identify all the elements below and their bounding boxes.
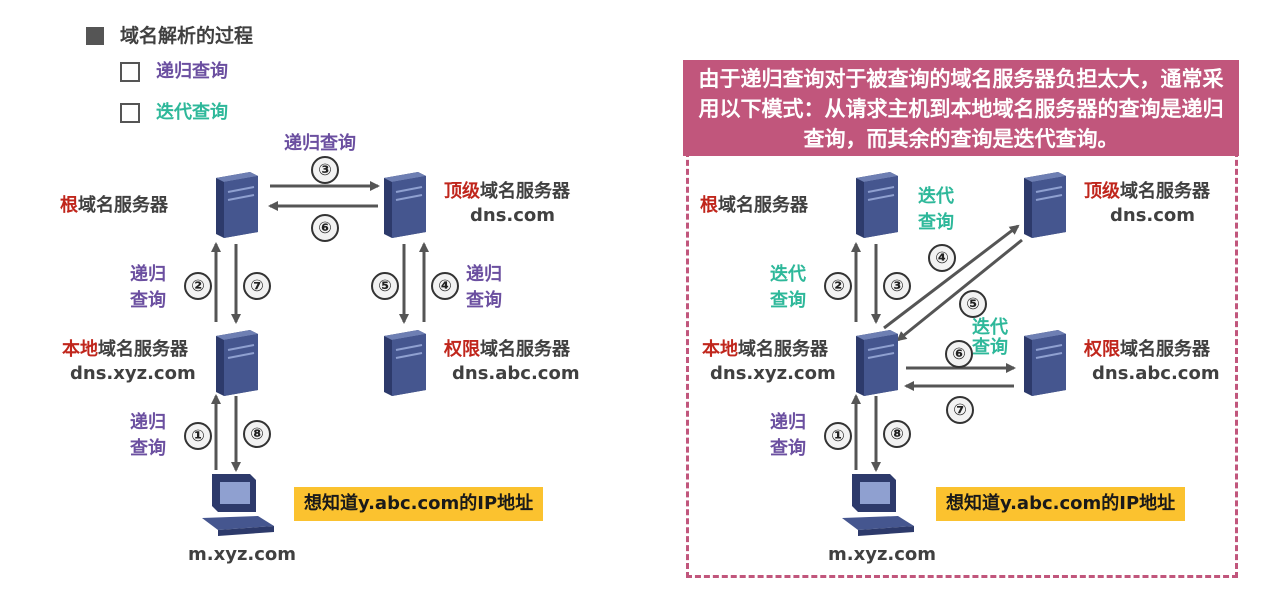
step-5-badge: ⑤	[959, 290, 987, 318]
recursive-label-1: 递归查询	[130, 412, 166, 459]
client-host: m.xyz.com	[828, 544, 937, 565]
tld-server-host: dns.com	[470, 205, 556, 226]
tld-server-label: 顶级域名服务器	[444, 181, 570, 202]
subitem-iterative: 迭代查询	[156, 102, 228, 123]
iterative-label-6: 迭代查询	[972, 317, 1008, 358]
local-server-label: 本地域名服务器	[62, 339, 188, 360]
iterative-label-top: 迭代查询	[918, 186, 954, 233]
server-icon	[1024, 330, 1066, 396]
step-4-badge: ④	[431, 272, 459, 300]
subitem-recursive: 递归查询	[156, 61, 228, 82]
auth-server-label: 权限域名服务器	[444, 339, 570, 360]
server-icon	[384, 330, 426, 396]
root-server-label: 根域名服务器	[60, 195, 168, 216]
step-8-badge: ⑧	[883, 420, 911, 448]
root-server-label: 根域名服务器	[700, 195, 808, 216]
local-server-host: dns.xyz.com	[70, 363, 196, 384]
recursive-label-3-6: 递归查询	[284, 133, 356, 154]
step-3-badge: ③	[311, 156, 339, 184]
server-icon	[1024, 172, 1066, 238]
tld-server-label: 顶级域名服务器	[1084, 181, 1210, 202]
iterative-label-2: 迭代查询	[770, 264, 806, 311]
query-banner: 想知道y.abc.com的IP地址	[294, 487, 544, 521]
step-7-badge: ⑦	[946, 396, 974, 424]
client-host: m.xyz.com	[188, 544, 297, 565]
page-title: 域名解析的过程	[120, 25, 254, 47]
heading-bullet-icon	[86, 27, 104, 45]
step-5-badge: ⑤	[371, 272, 399, 300]
query-banner: 想知道y.abc.com的IP地址	[936, 487, 1186, 521]
auth-server-host: dns.abc.com	[1092, 363, 1220, 384]
recursive-label-1: 递归查询	[770, 412, 806, 459]
step-2-badge: ②	[824, 272, 852, 300]
step-6-badge: ⑥	[311, 214, 339, 242]
auth-server-host: dns.abc.com	[452, 363, 580, 384]
computer-icon	[202, 474, 274, 536]
checkbox-icon	[120, 103, 140, 123]
local-server-host: dns.xyz.com	[710, 363, 836, 384]
step-4-badge: ④	[928, 244, 956, 272]
step-8-badge: ⑧	[243, 420, 271, 448]
arrow-r-step4	[883, 224, 1020, 330]
server-icon	[856, 330, 898, 396]
recursive-label-2: 递归查询	[130, 264, 166, 311]
step-6-badge: ⑥	[945, 340, 973, 368]
step-1-badge: ①	[184, 422, 212, 450]
auth-server-label: 权限域名服务器	[1084, 339, 1210, 360]
step-7-badge: ⑦	[243, 272, 271, 300]
recursive-label-4: 递归查询	[466, 264, 502, 311]
note-box: 由于递归查询对于被查询的域名服务器负担太大，通常采用以下模式：从请求主机到本地域…	[683, 60, 1239, 156]
step-2-badge: ②	[184, 272, 212, 300]
step-3-badge: ③	[883, 272, 911, 300]
arrow-r-step5	[896, 238, 1023, 342]
tld-server-host: dns.com	[1110, 205, 1196, 226]
server-icon	[216, 330, 258, 396]
server-icon	[384, 172, 426, 238]
server-icon	[856, 172, 898, 238]
server-icon	[216, 172, 258, 238]
local-server-label: 本地域名服务器	[702, 339, 828, 360]
computer-icon	[842, 474, 914, 536]
checkbox-icon	[120, 62, 140, 82]
step-1-badge: ①	[824, 422, 852, 450]
